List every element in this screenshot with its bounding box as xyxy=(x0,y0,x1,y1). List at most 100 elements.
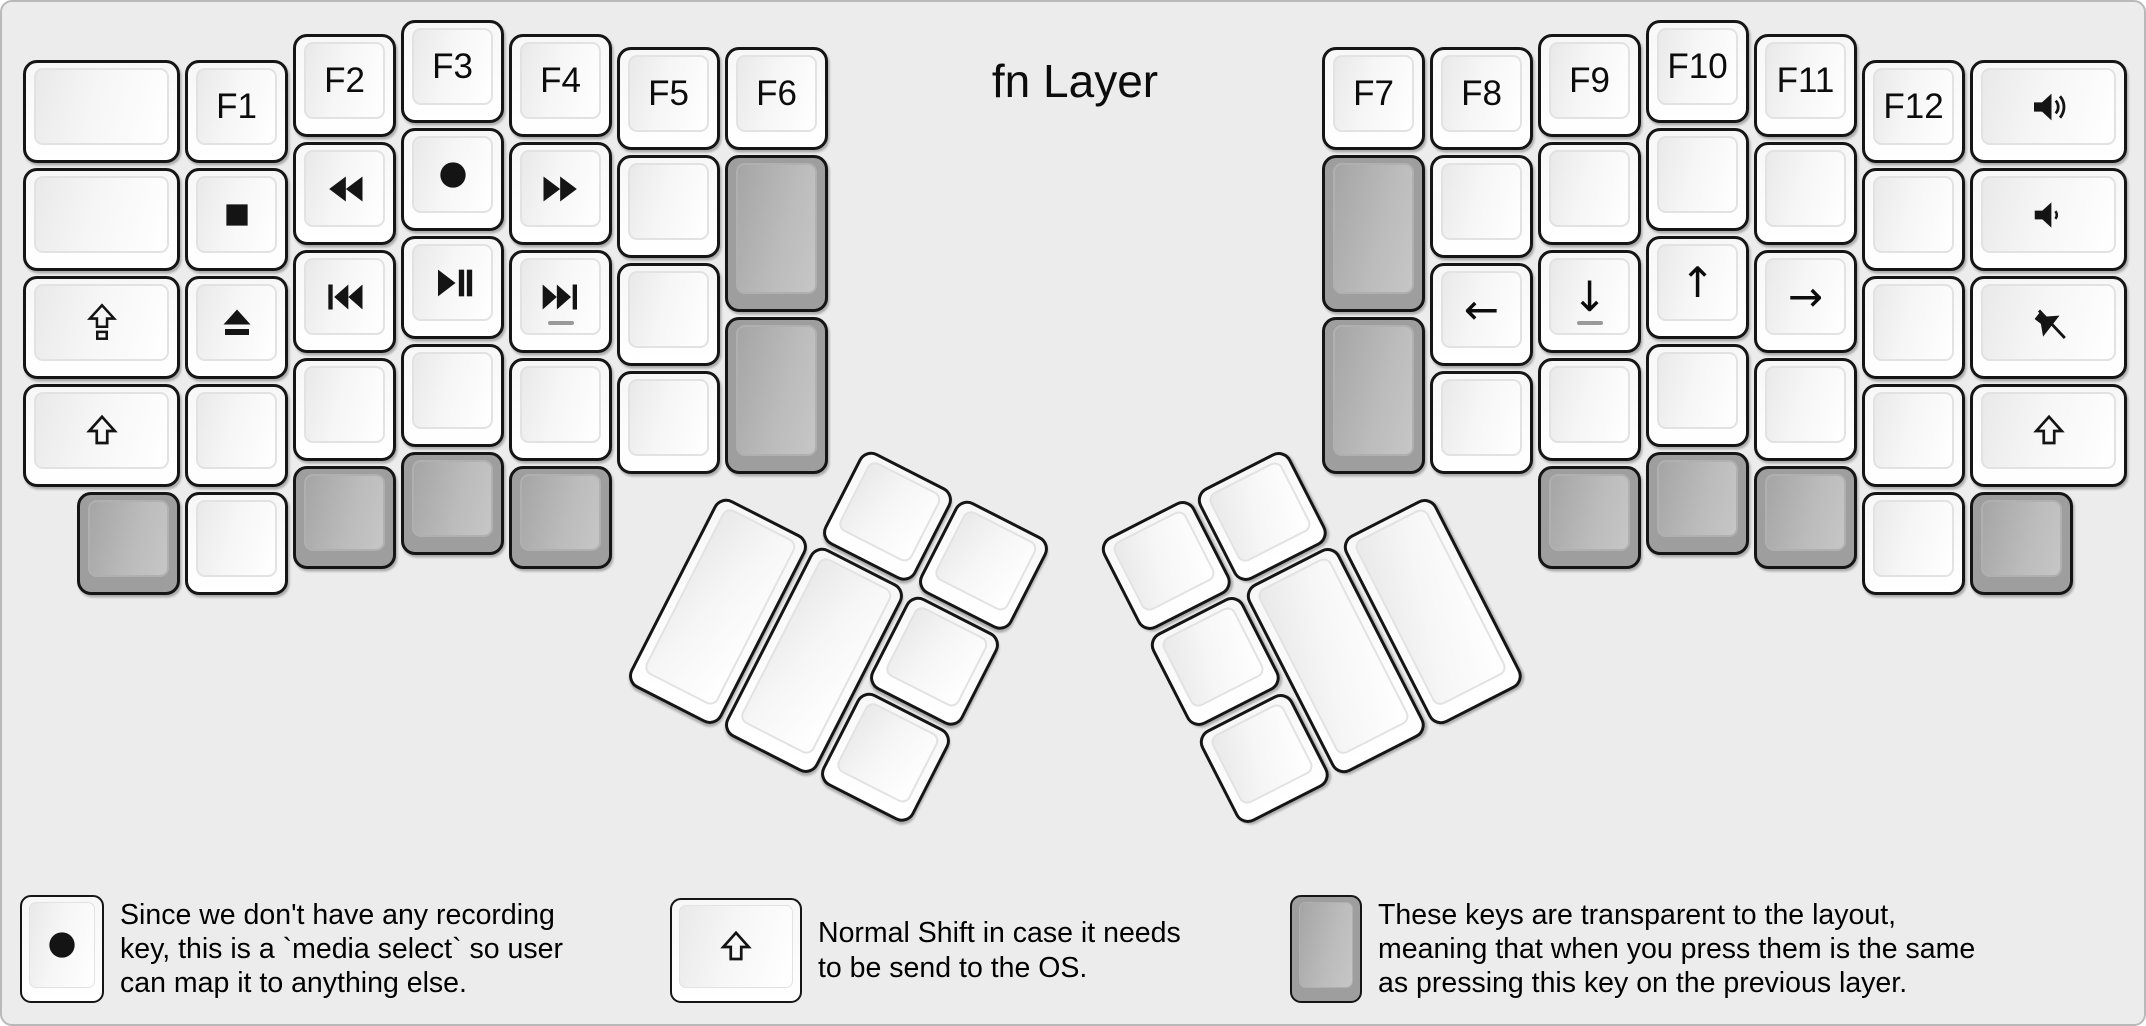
record-icon xyxy=(43,926,81,964)
key-blank[interactable] xyxy=(1430,155,1533,258)
key-transparent[interactable] xyxy=(1322,155,1425,312)
key-shift[interactable] xyxy=(1970,384,2127,487)
key-transparent[interactable] xyxy=(1646,452,1749,555)
key-ffwd[interactable] xyxy=(509,142,612,245)
key-blank[interactable] xyxy=(293,358,396,461)
key-shift[interactable] xyxy=(23,384,180,487)
key-blank[interactable] xyxy=(23,168,180,271)
keycap-top xyxy=(1441,379,1522,456)
key-right[interactable]: → xyxy=(1754,250,1857,353)
key-rewind[interactable] xyxy=(293,142,396,245)
key-blank[interactable] xyxy=(617,155,720,258)
key-transparent[interactable] xyxy=(401,452,504,555)
homing-bar xyxy=(547,321,574,325)
key-stop[interactable] xyxy=(185,168,288,271)
key-f4[interactable]: F4 xyxy=(509,34,612,137)
key-transparent[interactable] xyxy=(1970,492,2073,595)
keycap-top xyxy=(520,474,601,551)
key-f9[interactable]: F9 xyxy=(1538,34,1641,137)
keycap-top xyxy=(736,163,817,294)
keycap-top xyxy=(1765,150,1846,227)
key-blank[interactable] xyxy=(1430,371,1533,474)
key-mute[interactable] xyxy=(1970,276,2127,379)
keycap-top xyxy=(1333,325,1414,456)
key-volup[interactable] xyxy=(1970,60,2127,163)
playpause-icon xyxy=(433,263,473,303)
key-eject[interactable] xyxy=(185,276,288,379)
key-blank[interactable] xyxy=(617,371,720,474)
key-blank[interactable] xyxy=(1862,384,1965,487)
key-f3[interactable]: F3 xyxy=(401,20,504,123)
key-transparent[interactable] xyxy=(77,492,180,595)
keycap-top xyxy=(1299,902,1353,988)
keycap-top xyxy=(1657,460,1738,537)
key-transparent[interactable] xyxy=(509,466,612,569)
key-record[interactable] xyxy=(401,128,504,231)
key-blank[interactable] xyxy=(1862,168,1965,271)
legend-text-transparent-keys: These keys are transparent to the layout… xyxy=(1378,898,1976,1000)
ffwd-icon xyxy=(541,169,581,209)
key-f10[interactable]: F10 xyxy=(1646,20,1749,123)
key-blank[interactable] xyxy=(1862,492,1965,595)
key-transparent[interactable] xyxy=(1538,466,1641,569)
keycap-top: F2 xyxy=(304,42,385,119)
key-f12[interactable]: F12 xyxy=(1862,60,1965,163)
keycap-top xyxy=(1765,366,1846,443)
record-icon xyxy=(434,156,472,194)
key-caps[interactable] xyxy=(23,276,180,379)
key-blank[interactable] xyxy=(401,344,504,447)
keycap-top xyxy=(34,68,169,145)
keycap-top xyxy=(196,284,277,361)
key-blank[interactable] xyxy=(1862,276,1965,379)
left-arrow-icon: ← xyxy=(1463,284,1500,334)
key-f5[interactable]: F5 xyxy=(617,47,720,150)
keycap-top xyxy=(1981,176,2116,253)
key-next[interactable] xyxy=(509,250,612,353)
key-f6[interactable]: F6 xyxy=(725,47,828,150)
keycap-top xyxy=(1765,474,1846,551)
key-transparent[interactable] xyxy=(1754,466,1857,569)
key-playpause[interactable] xyxy=(401,236,504,339)
key-label: F2 xyxy=(324,60,365,100)
keycap-top xyxy=(1981,500,2062,577)
key-blank[interactable] xyxy=(1538,358,1641,461)
key-f8[interactable]: F8 xyxy=(1430,47,1533,150)
key-transparent[interactable] xyxy=(725,155,828,312)
shift-key-icon xyxy=(670,898,802,1003)
legend-item-transparent-keys: These keys are transparent to the layout… xyxy=(1290,895,1975,1003)
key-prev[interactable] xyxy=(293,250,396,353)
key-blank[interactable] xyxy=(1754,358,1857,461)
key-blank[interactable] xyxy=(509,358,612,461)
key-up[interactable]: ↑ xyxy=(1646,236,1749,339)
keycap-top xyxy=(520,150,601,227)
key-blank[interactable] xyxy=(185,492,288,595)
keycap-top xyxy=(1657,352,1738,429)
keycap-top: ↑ xyxy=(1657,244,1738,321)
keycap-top: F5 xyxy=(628,55,709,132)
keycap-top xyxy=(1549,366,1630,443)
key-blank[interactable] xyxy=(1754,142,1857,245)
key-blank[interactable] xyxy=(1646,128,1749,231)
key-down[interactable]: ↓ xyxy=(1538,250,1641,353)
key-left[interactable]: ← xyxy=(1430,263,1533,366)
key-f11[interactable]: F11 xyxy=(1754,34,1857,137)
layer-title: fn Layer xyxy=(991,55,1159,107)
key-transparent[interactable] xyxy=(293,466,396,569)
key-blank[interactable] xyxy=(185,384,288,487)
key-blank[interactable] xyxy=(23,60,180,163)
keycap-top xyxy=(1873,392,1954,469)
shift-icon xyxy=(2031,413,2067,449)
keycap-top xyxy=(34,176,169,253)
transparent-key-icon xyxy=(1290,895,1362,1003)
key-blank[interactable] xyxy=(1646,344,1749,447)
key-f7[interactable]: F7 xyxy=(1322,47,1425,150)
key-blank[interactable] xyxy=(617,263,720,366)
stop-icon xyxy=(220,198,254,232)
key-f1[interactable]: F1 xyxy=(185,60,288,163)
key-transparent[interactable] xyxy=(725,317,828,474)
key-blank[interactable] xyxy=(1538,142,1641,245)
key-f2[interactable]: F2 xyxy=(293,34,396,137)
key-voldown[interactable] xyxy=(1970,168,2127,271)
key-transparent[interactable] xyxy=(1322,317,1425,474)
keycap-top xyxy=(88,500,169,577)
